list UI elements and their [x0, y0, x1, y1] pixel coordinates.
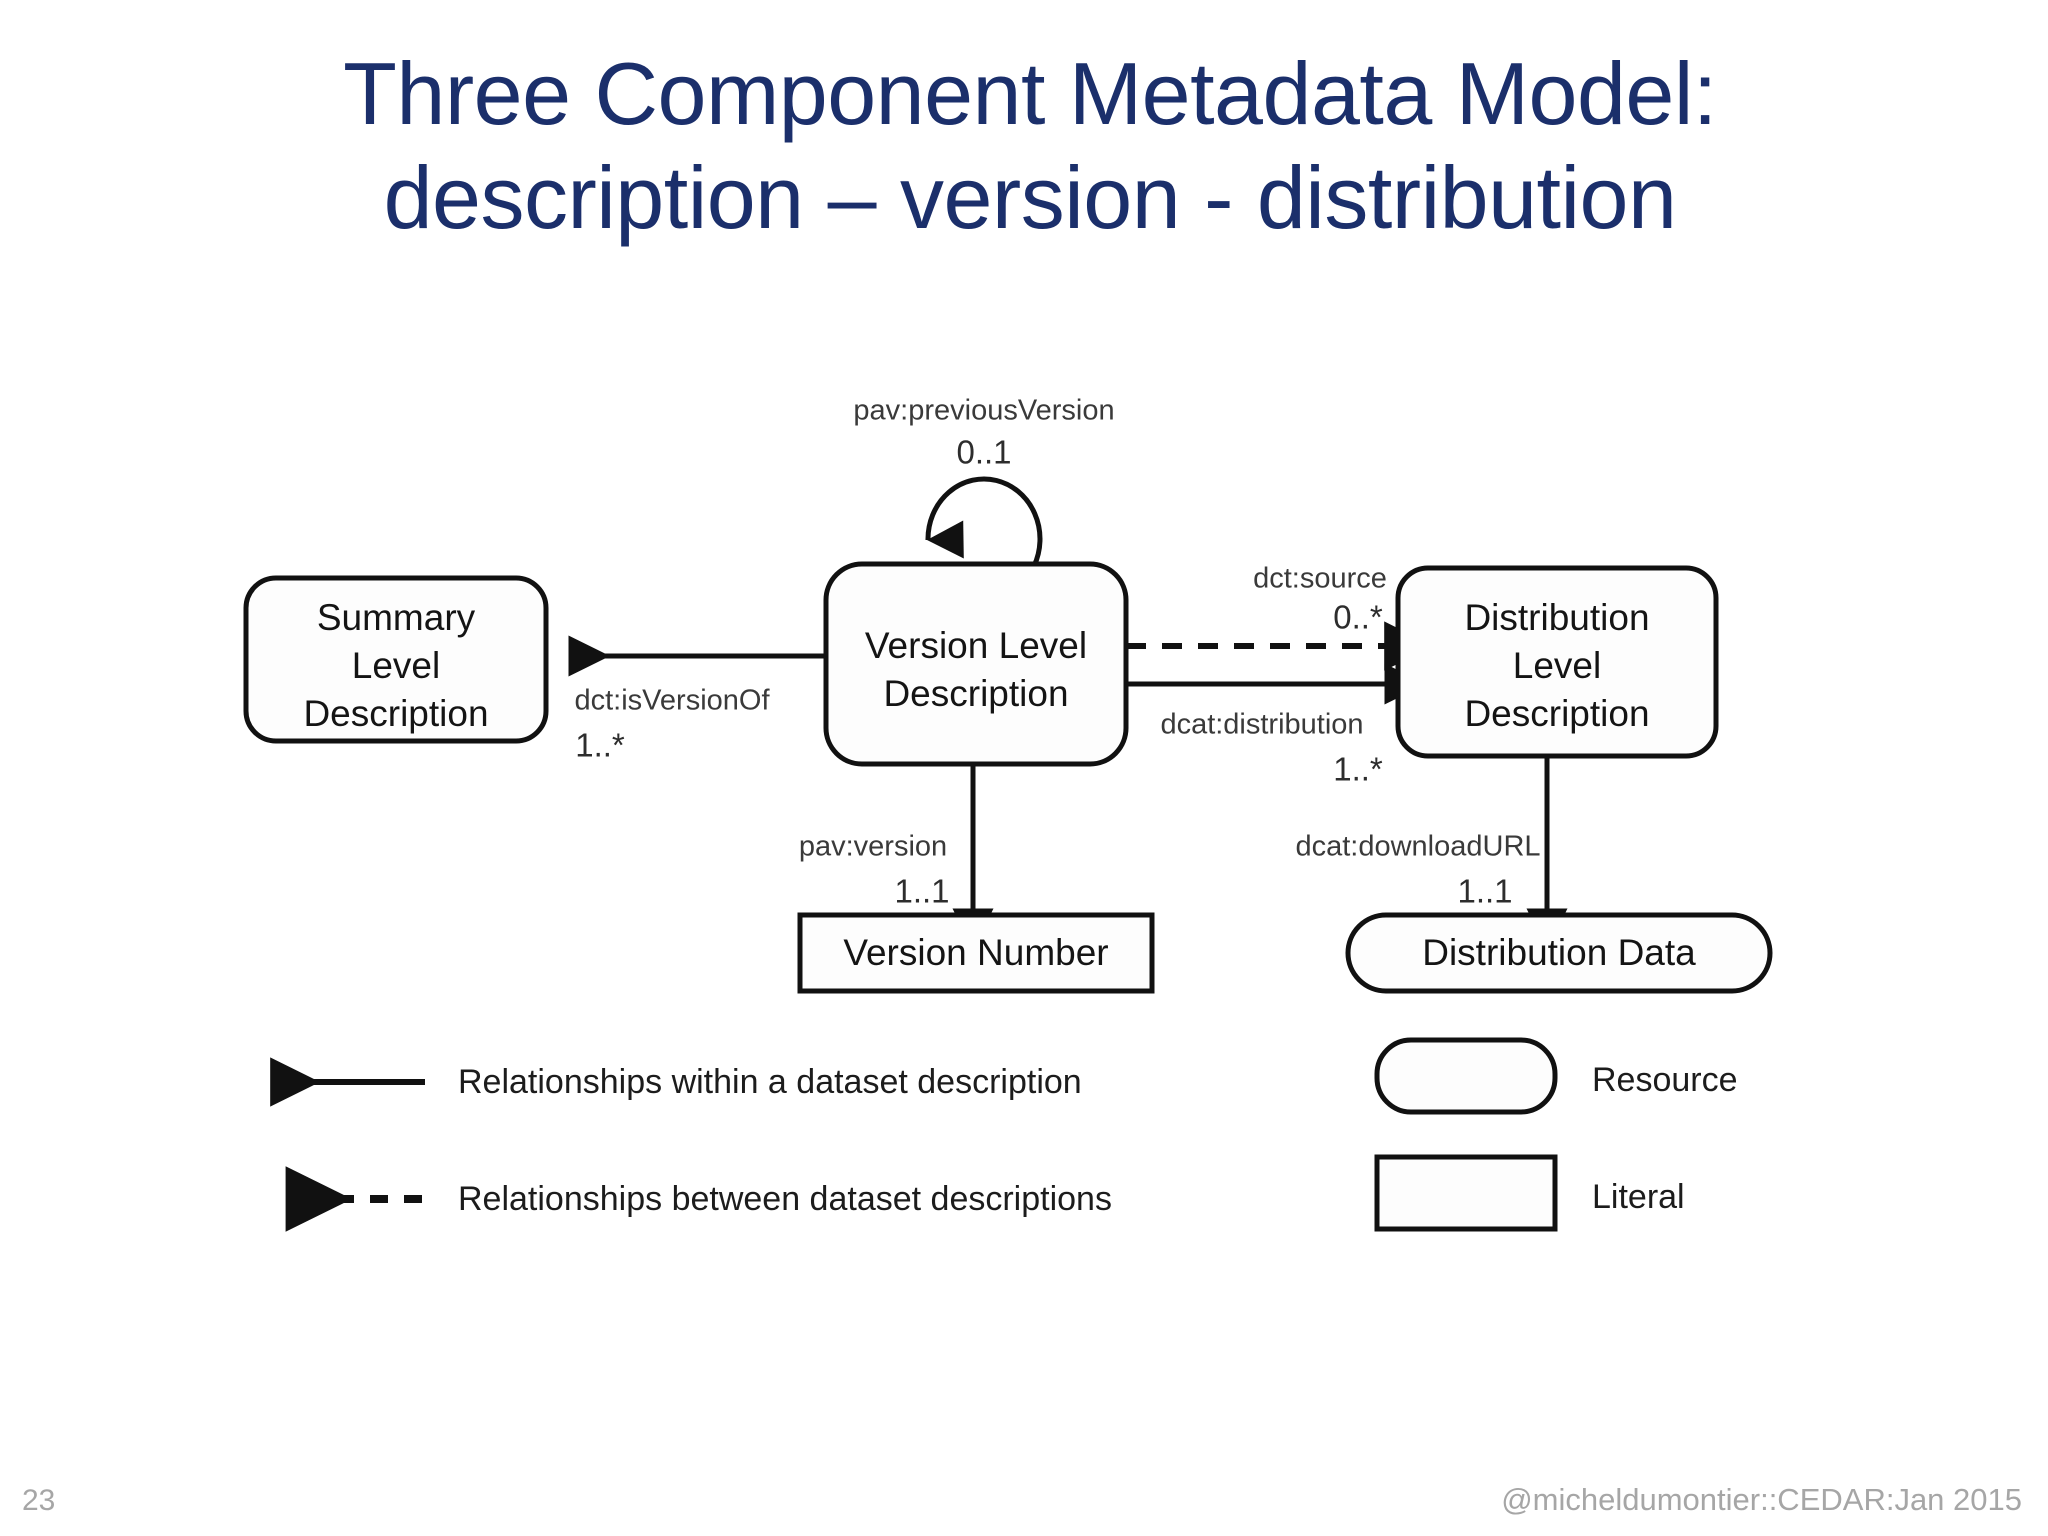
legend-line-dashed-label: Relationships between dataset descriptio… [458, 1180, 1112, 1218]
edge-cardinality-dct-source: 0..* [1333, 599, 1383, 636]
legend-shape-resource: Resource [1374, 1037, 1738, 1115]
edge-label-pav-version: pav:version [799, 831, 947, 863]
footer-credit: @micheldumontier::CEDAR:Jan 2015 [1501, 1482, 2022, 1517]
legend-line-dashed: Relationships between dataset descriptio… [285, 1166, 1112, 1232]
node-summary-level-description-line-0: Summary [317, 597, 476, 638]
node-summary-level-description-line-1: Level [352, 645, 440, 686]
edge-pav-previous-version: pav:previousVersion 0..1 [853, 395, 1115, 568]
edge-dct-source: dct:source 0..* [1126, 563, 1434, 671]
legend-line-solid-label: Relationships within a dataset descripti… [458, 1063, 1082, 1101]
edge-label-dcat-distribution: dcat:distribution [1160, 709, 1363, 741]
edge-cardinality-dcat-distribution: 1..* [1333, 751, 1383, 788]
edge-label-dcat-download-url: dcat:downloadURL [1295, 831, 1540, 863]
legend-shape-literal: Literal [1374, 1154, 1685, 1232]
edge-dct-is-version-of: dct:isVersionOf 1..* [568, 635, 824, 764]
node-distribution-data[interactable]: Distribution Data [1345, 912, 1773, 994]
legend-shape-resource-label: Resource [1592, 1061, 1738, 1099]
edge-label-pav-previous-version: pav:previousVersion [853, 395, 1114, 427]
node-distribution-level-description-line-0: Distribution [1464, 597, 1649, 638]
edge-cardinality-dct-is-version-of: 1..* [575, 727, 625, 764]
edge-label-dct-source: dct:source [1253, 563, 1387, 595]
node-distribution-data-label: Distribution Data [1422, 932, 1696, 973]
node-version-level-description-line-0: Version Level [865, 625, 1087, 666]
edge-dcat-download-url: dcat:downloadURL 1..1 [1295, 756, 1568, 950]
node-version-level-description-line-1: Description [883, 673, 1068, 714]
page-title: Three Component Metadata Model: descript… [343, 44, 1717, 247]
node-version-number[interactable]: Version Number [797, 912, 1155, 994]
legend-shape-literal-label: Literal [1592, 1178, 1685, 1216]
node-version-level-description[interactable]: Version Level Description [823, 561, 1129, 767]
edge-cardinality-pav-previous-version: 0..1 [956, 434, 1011, 471]
node-distribution-level-description-line-2: Description [1464, 693, 1649, 734]
node-version-number-label: Version Number [843, 932, 1108, 973]
node-distribution-level-description[interactable]: Distribution Level Description [1395, 565, 1719, 759]
edge-dcat-distribution: dcat:distribution 1..* [1126, 663, 1426, 788]
edge-label-dct-is-version-of: dct:isVersionOf [574, 685, 770, 717]
edge-pav-version: pav:version 1..1 [799, 764, 994, 950]
legend-line-solid: Relationships within a dataset descripti… [270, 1057, 1082, 1107]
node-summary-level-description[interactable]: Summary Level Description [243, 575, 549, 744]
node-distribution-level-description-line-1: Level [1513, 645, 1601, 686]
edge-cardinality-pav-version: 1..1 [894, 873, 949, 910]
edge-cardinality-dcat-download-url: 1..1 [1457, 873, 1512, 910]
slide-number: 23 [22, 1484, 56, 1517]
node-summary-level-description-line-2: Description [303, 693, 488, 734]
